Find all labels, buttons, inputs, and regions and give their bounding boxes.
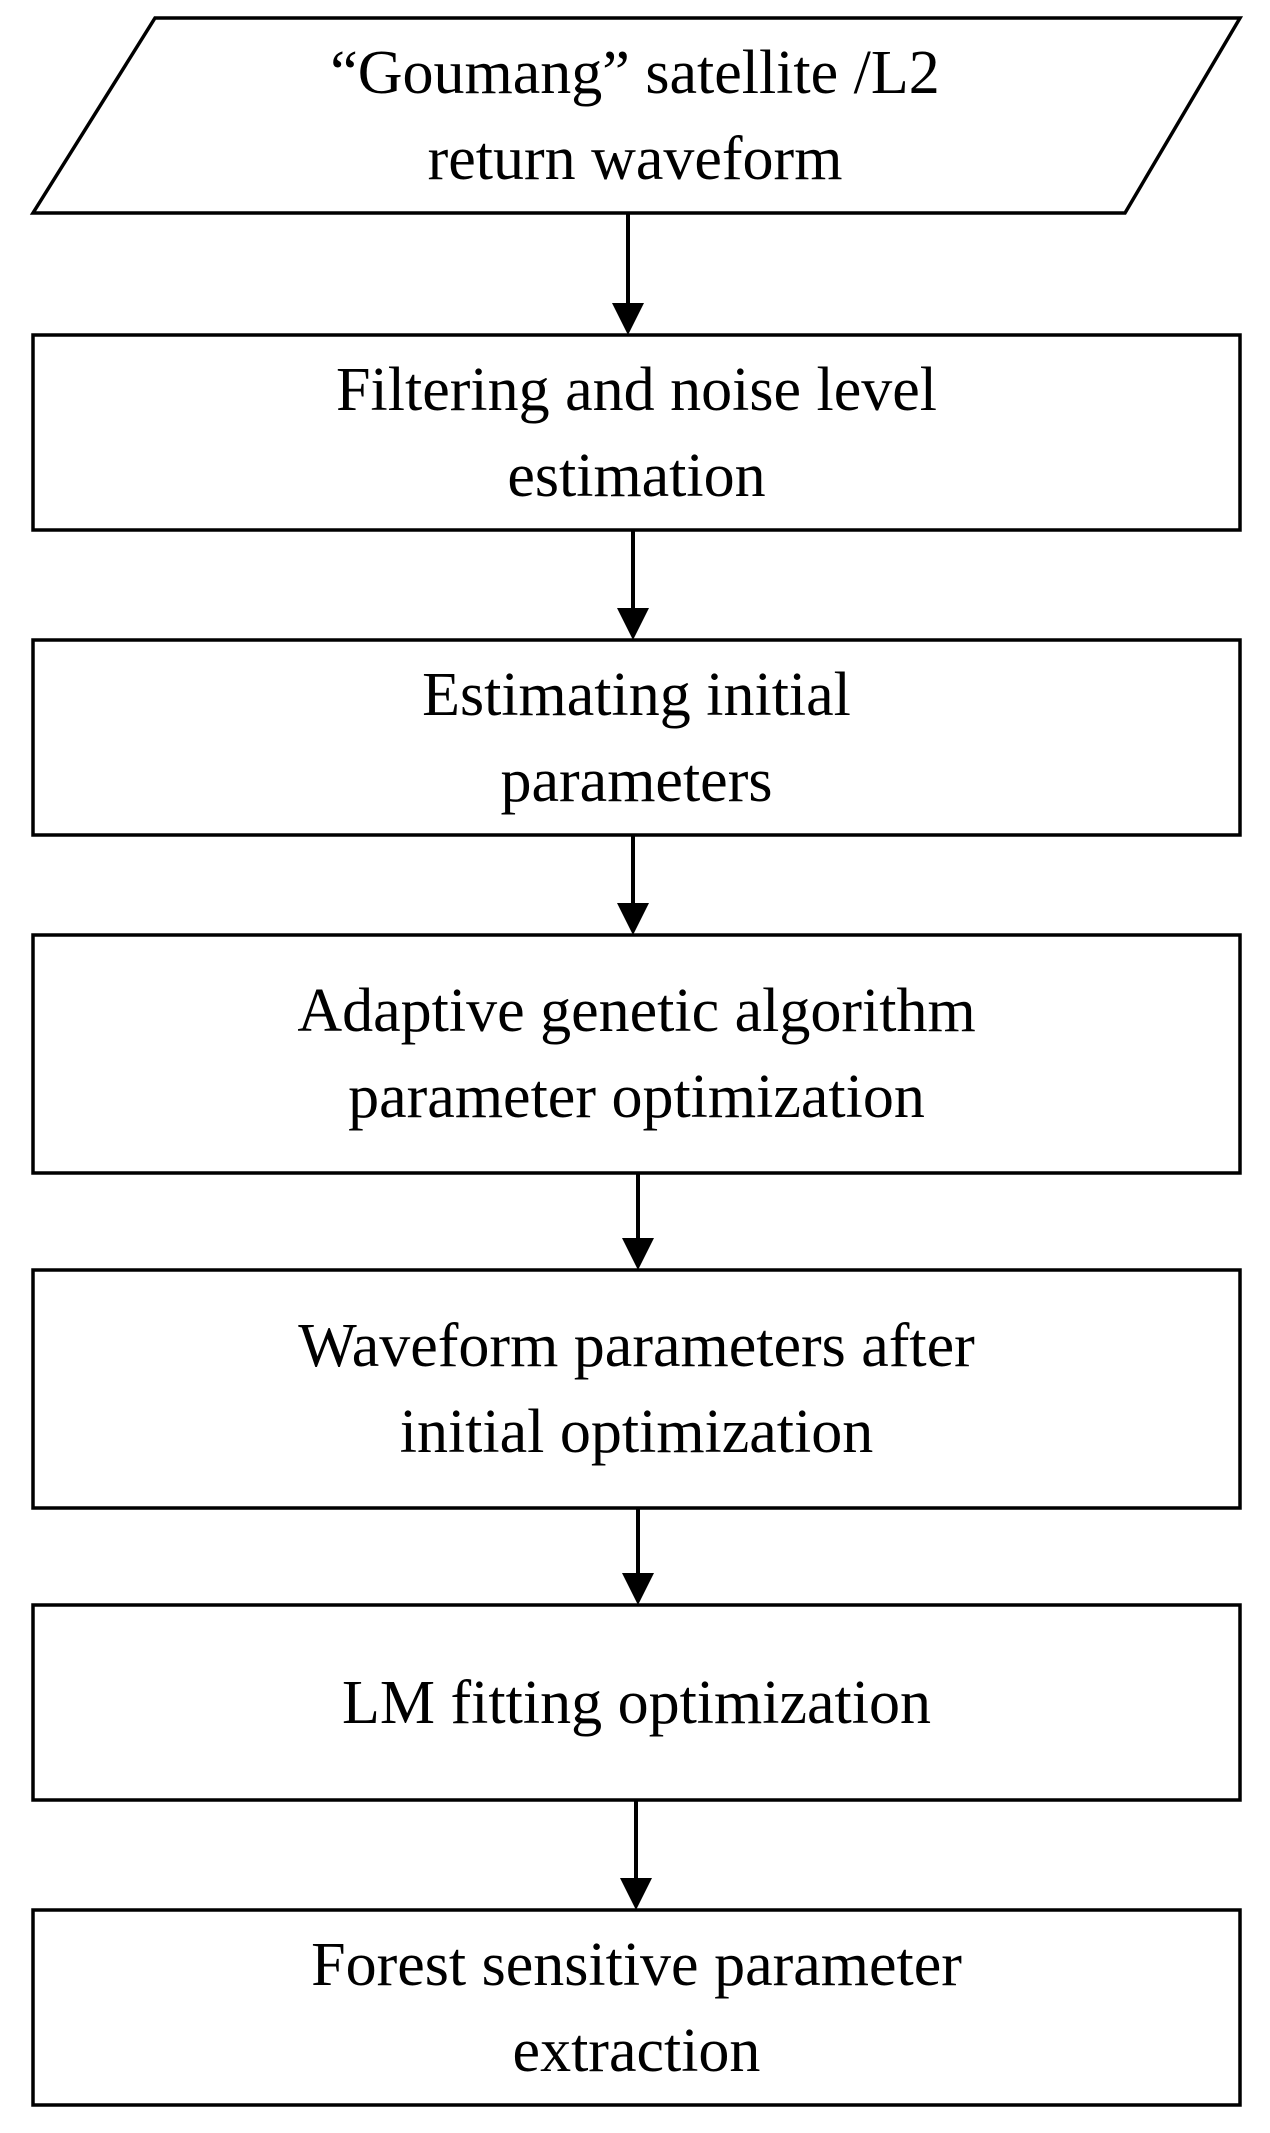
- node-genetic-shape: [31, 933, 1242, 1175]
- node-lm-fitting-label: LM fitting optimization: [33, 1605, 1240, 1800]
- node-waveform-params-line-2: initial optimization: [399, 1398, 874, 1466]
- node-input-line-2: return waveform: [427, 124, 843, 193]
- node-genetic-label: Adaptive genetic algorithm parameter opt…: [33, 935, 1240, 1173]
- node-waveform-params-line-1: Waveform parameters after: [298, 1312, 975, 1380]
- node-input-shape: [29, 16, 1244, 215]
- arrow-lm-fitting-to-forest-head: [620, 1878, 652, 1910]
- node-filtering-line-1: Filtering and noise level: [336, 355, 937, 424]
- arrow-genetic-to-waveform-params-head: [622, 1238, 654, 1270]
- node-filtering-label: Filtering and noise level estimation: [33, 335, 1240, 530]
- arrow-initial-params-to-genetic-head: [617, 903, 649, 935]
- node-forest-label: Forest sensitive parameter extraction: [33, 1910, 1240, 2105]
- node-filtering-line-2: estimation: [507, 441, 766, 510]
- arrow-input-to-filtering-head: [612, 303, 644, 335]
- node-genetic-line-2: parameter optimization: [348, 1063, 925, 1131]
- node-forest-line-2: extraction: [512, 2016, 761, 2085]
- node-filtering-shape: [31, 333, 1242, 532]
- node-forest-shape: [31, 1908, 1242, 2107]
- node-lm-fitting-shape: [31, 1603, 1242, 1802]
- node-lm-fitting-line-1: LM fitting optimization: [342, 1668, 931, 1737]
- node-input-line-1: “Goumang” satellite /L2: [330, 38, 940, 107]
- node-forest-line-1: Forest sensitive parameter: [311, 1930, 962, 1999]
- node-initial-params-line-2: parameters: [500, 746, 773, 815]
- node-genetic-line-1: Adaptive genetic algorithm: [297, 977, 976, 1045]
- node-waveform-params-label: Waveform parameters after initial optimi…: [33, 1270, 1240, 1508]
- node-waveform-params-shape: [31, 1268, 1242, 1510]
- node-input-label: “Goumang” satellite /L2 return waveform: [100, 18, 1170, 213]
- node-initial-params-shape: [31, 638, 1242, 837]
- arrow-waveform-params-to-lm-fitting-head: [622, 1573, 654, 1605]
- node-initial-params-line-1: Estimating initial: [422, 660, 851, 729]
- arrow-filtering-to-initial-params-head: [617, 608, 649, 640]
- node-initial-params-label: Estimating initial parameters: [33, 640, 1240, 835]
